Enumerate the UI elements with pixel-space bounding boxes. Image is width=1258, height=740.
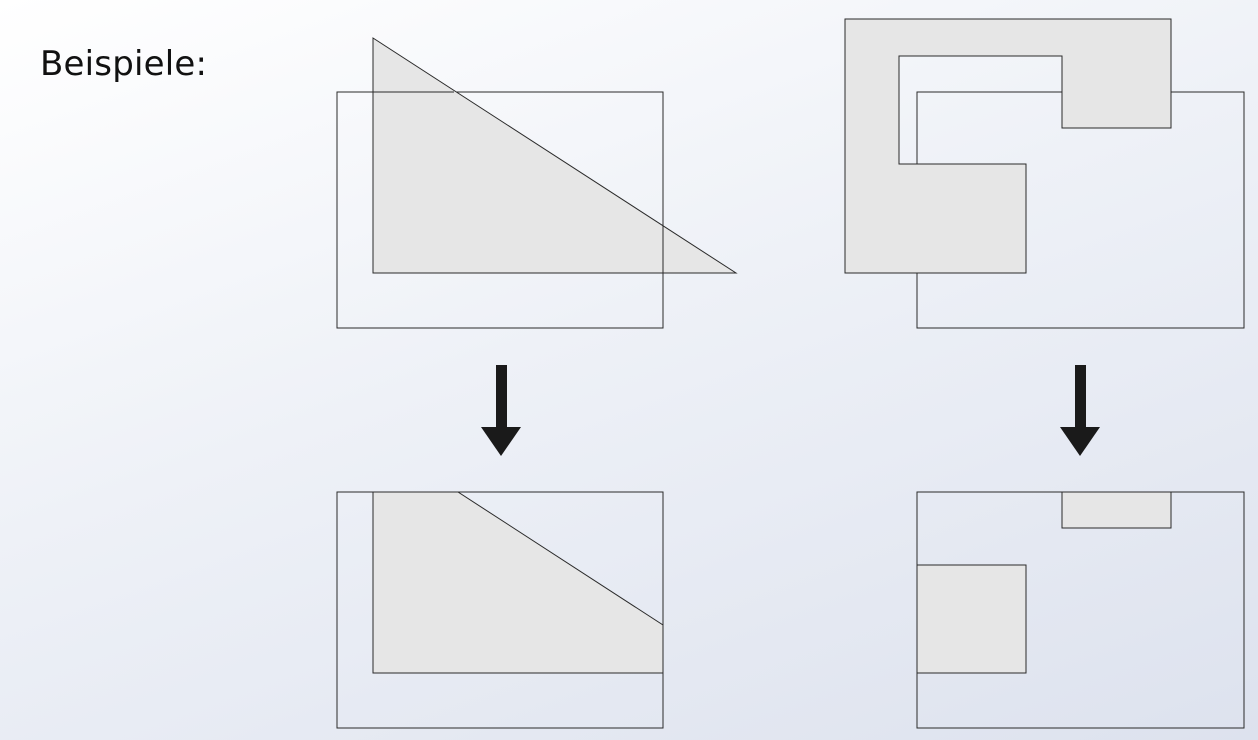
concave-after	[916, 491, 1245, 729]
triangle-before	[336, 37, 738, 329]
slide-heading: Beispiele:	[40, 44, 208, 84]
example-concave-polygon	[844, 18, 1245, 729]
clipped-triangle-polygon	[372, 491, 664, 674]
concave-polygon	[844, 18, 1172, 274]
clip-window-rect	[336, 491, 664, 729]
triangle-after	[336, 491, 664, 729]
triangle-polygon	[372, 37, 738, 274]
concave-before	[844, 18, 1245, 329]
clipped-top-piece	[1061, 491, 1172, 529]
clip-window-rect	[336, 91, 664, 329]
example-triangle	[336, 37, 738, 729]
down-arrow-icon	[481, 365, 521, 456]
down-arrow-icon	[1060, 365, 1100, 456]
clipped-left-piece	[916, 564, 1027, 674]
